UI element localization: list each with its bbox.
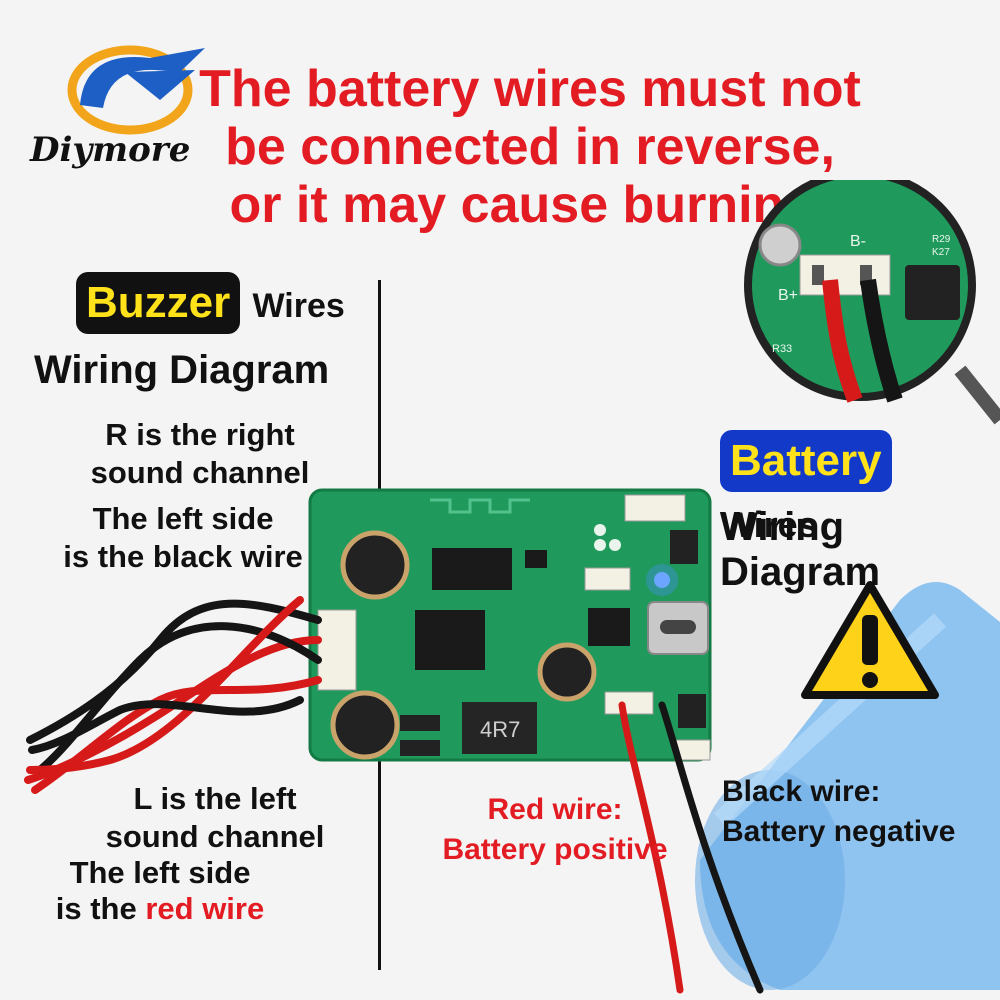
battery-badge: Battery <box>720 430 892 492</box>
battery-subheading: Wiring Diagram <box>720 505 881 594</box>
buzzer-l-line-3: The left side <box>69 855 251 890</box>
pcb-board: 4R7 <box>308 488 712 762</box>
silk-k27: K27 <box>932 247 950 258</box>
buzzer-heading-suffix: Wires <box>252 287 345 325</box>
buzzer-r-note: R is the right sound channel <box>40 416 360 492</box>
buzzer-l-side-note: The left side is the red wire <box>50 855 270 927</box>
buzzer-r-line-1: R is the right <box>105 417 295 452</box>
warning-line-1: The battery wires must not <box>199 60 861 118</box>
warning-triangle-icon <box>801 581 939 699</box>
battery-wires <box>618 701 764 994</box>
red-wire-line-2: Battery positive <box>442 833 668 866</box>
battery-heading-suffix: Wires <box>720 504 818 545</box>
red-wire-line-1: Red wire: <box>487 793 623 826</box>
battery-heading: Battery Wires <box>720 430 1000 556</box>
buzzer-r-line-4: is the black wire <box>63 539 303 574</box>
buzzer-l-note: L is the left sound channel <box>100 780 330 856</box>
buzzer-badge: Buzzer <box>76 272 241 334</box>
buzzer-heading: Buzzer Wires <box>76 272 345 337</box>
buzzer-subheading: Wiring Diagram <box>34 348 330 392</box>
buzzer-l-line-4-red: red wire <box>145 891 265 926</box>
buzzer-l-line-4-prefix: is the <box>55 891 137 926</box>
buzzer-r-line-3: The left side <box>92 501 274 536</box>
buzzer-r-side-note: The left side is the black wire <box>18 500 348 576</box>
black-wire-note: Black wire: Battery negative <box>722 772 955 852</box>
silk-r29: R29 <box>932 234 951 245</box>
buzzer-wires <box>24 596 322 794</box>
inductor-label: 4R7 <box>480 717 520 742</box>
black-wire-line-1: Black wire: <box>722 775 881 808</box>
black-wire-line-2: Battery negative <box>722 815 956 848</box>
silk-b-minus: B- <box>850 233 866 250</box>
warning-line-2: be connected in reverse, <box>225 118 835 176</box>
buzzer-l-line-2: sound channel <box>105 819 325 854</box>
warning-line-3: or it may cause burning. <box>229 176 831 234</box>
brand-name: Diymore <box>30 130 191 170</box>
diymore-logo-icon <box>67 45 205 135</box>
red-wire-note: Red wire: Battery positive <box>420 790 690 870</box>
silk-r33: R33 <box>772 343 792 355</box>
board-illustration: B- B+ R33 K27 R29 4R7 <box>24 180 1000 994</box>
buzzer-r-line-2: sound channel <box>90 455 310 490</box>
buzzer-l-line-1: L is the left <box>133 781 297 816</box>
silk-b-plus: B+ <box>778 287 798 304</box>
warning-title: The battery wires must not be connected … <box>120 60 940 234</box>
buzzer-l-line-4: is the red wire <box>50 891 270 927</box>
magnifier-icon: B- B+ R33 K27 R29 <box>744 180 1000 425</box>
